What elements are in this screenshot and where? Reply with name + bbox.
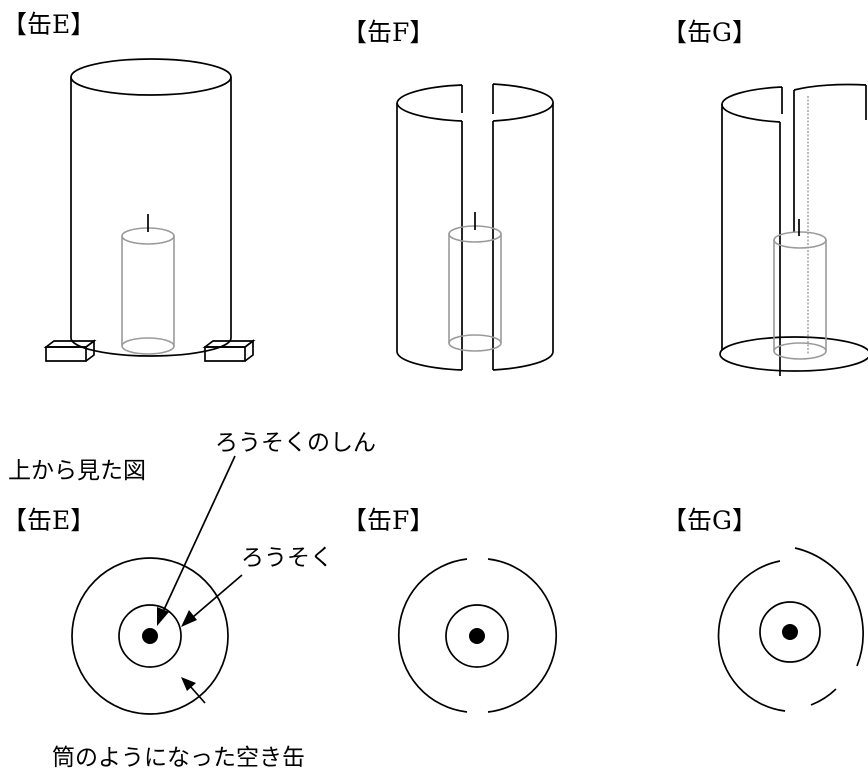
arrow-to-candle <box>181 574 243 627</box>
can-e-bottom-rim <box>70 337 232 357</box>
can-g-left-half <box>717 560 786 712</box>
candle-g-circle <box>759 601 821 663</box>
can-e-top-view <box>71 455 243 715</box>
can-f-3d <box>396 83 554 371</box>
arrow-to-can <box>181 677 206 704</box>
wick-g-dot <box>782 624 798 640</box>
can-f-left-half <box>397 558 468 713</box>
candle-g <box>773 231 827 360</box>
annotation-candle: ろうそく <box>241 545 333 571</box>
candle-e-circle <box>118 604 182 668</box>
candle-f-circle <box>445 604 509 668</box>
can-e-circle <box>71 557 229 715</box>
label-can-f-bottom: 【缶F】 <box>342 506 434 535</box>
annotation-wick: ろうそくのしん <box>215 430 376 456</box>
candle-f <box>448 225 502 352</box>
annotation-can: 筒のようになった空き缶 <box>52 745 305 771</box>
label-can-f-top: 【缶F】 <box>342 18 434 47</box>
can-e-3d <box>43 58 256 362</box>
can-g-bottom-rim <box>719 336 868 372</box>
can-g-top-view <box>717 547 864 712</box>
arrow-to-wick <box>157 455 236 626</box>
can-e-top-rim <box>70 58 232 96</box>
candle-e <box>121 227 175 355</box>
can-g-right-half <box>794 547 864 667</box>
wick-e-dot <box>142 628 158 644</box>
wick-f-dot <box>469 628 485 644</box>
label-top-view: 上から見た図 <box>8 458 146 484</box>
support-block-left <box>43 339 97 362</box>
can-g-3d <box>719 83 868 376</box>
label-can-e-bottom: 【缶E】 <box>2 506 95 535</box>
label-can-g-top: 【缶G】 <box>662 18 757 47</box>
can-f-right-half <box>487 558 558 713</box>
can-f-top-view <box>397 558 558 713</box>
label-can-g-bottom: 【缶G】 <box>662 506 757 535</box>
label-can-e-top: 【缶E】 <box>2 10 95 39</box>
support-block-right <box>202 339 256 362</box>
